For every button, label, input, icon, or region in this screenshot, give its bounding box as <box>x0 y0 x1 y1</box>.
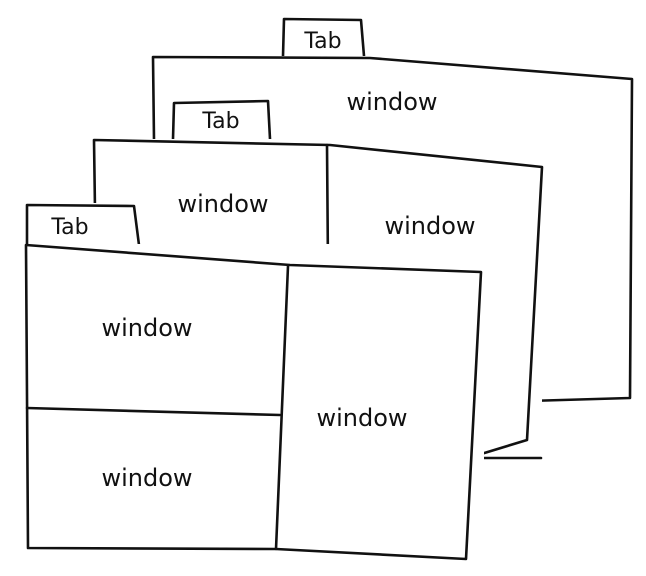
middle-tab[interactable]: Tab <box>171 99 272 141</box>
front-stack: Tab window window window <box>24 203 484 561</box>
back-tab-label: Tab <box>303 29 341 54</box>
front-window-bottom-left-label: window <box>101 464 192 492</box>
middle-tab-label: Tab <box>201 109 239 134</box>
back-tab[interactable]: Tab <box>281 17 366 58</box>
front-window-frame <box>24 243 484 561</box>
front-tab-label: Tab <box>50 215 88 240</box>
back-window-label: window <box>346 88 437 116</box>
middle-window-right-label: window <box>384 212 475 240</box>
front-window-right-label: window <box>316 404 407 432</box>
front-tab[interactable]: Tab <box>25 203 141 247</box>
front-window-horizontal-divider <box>25 406 282 417</box>
front-window-top-left-label: window <box>101 314 192 342</box>
front-window-vertical-divider <box>274 264 290 551</box>
middle-window-left-label: window <box>177 190 268 218</box>
